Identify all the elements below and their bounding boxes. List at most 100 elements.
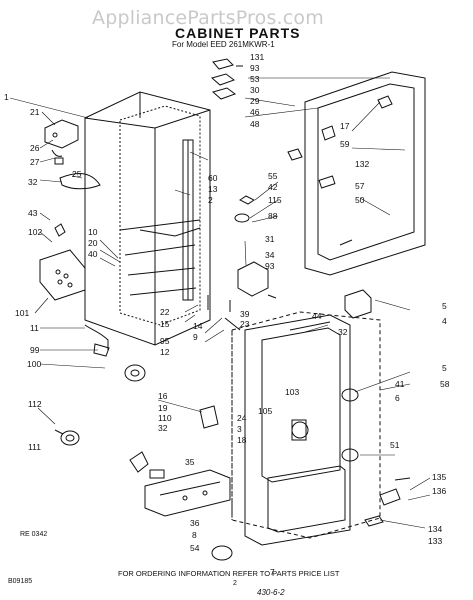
callout: 57: [355, 181, 365, 191]
callout: 6: [395, 393, 400, 403]
callout: 102: [28, 227, 43, 237]
cabinet-shell: [85, 92, 210, 345]
callout: 134: [428, 524, 443, 534]
callout: 55: [268, 171, 278, 181]
callout: 36: [190, 518, 200, 528]
callout: 21: [30, 107, 40, 117]
callout: 100: [27, 359, 42, 369]
callout: 17: [340, 121, 350, 131]
callout: 5: [442, 301, 447, 311]
callout: 32: [338, 327, 348, 337]
callout: 25: [72, 169, 82, 179]
callout: 8: [192, 530, 197, 540]
hinge-pin: [240, 196, 254, 204]
callout: 99: [30, 345, 40, 355]
callout: 40: [88, 249, 98, 259]
callout: 112: [28, 399, 42, 409]
callout: 48: [250, 119, 260, 129]
callout: 41: [395, 379, 405, 389]
middle-hinge: [238, 262, 268, 296]
watermark: AppliancePartsPros.com: [92, 7, 324, 29]
door-knob: [212, 546, 232, 560]
callout: 88: [268, 211, 278, 221]
callout: 58: [440, 379, 450, 389]
callout: 22: [160, 307, 170, 317]
handle-trim: [60, 174, 100, 189]
callout: 133: [428, 536, 443, 546]
form-number: B09185: [8, 578, 33, 585]
callout: 26: [30, 143, 40, 153]
ordering-note: FOR ORDERING INFORMATION REFER TO PARTS …: [118, 569, 340, 578]
callout: 50: [355, 195, 365, 205]
top-hinge: [45, 120, 78, 164]
callout: 59: [340, 139, 350, 149]
callout: 51: [390, 440, 400, 450]
callout: 9: [193, 332, 198, 342]
door-shelf: [130, 406, 230, 516]
callout: 30: [250, 85, 260, 95]
callout: 23: [240, 319, 250, 329]
callout: 110: [158, 413, 172, 423]
callout: 60: [208, 173, 218, 183]
callout: 105: [258, 406, 273, 416]
callout: 3: [237, 424, 242, 434]
callout: 44: [312, 311, 322, 321]
callout: 27: [30, 157, 40, 167]
callout: 20: [88, 238, 98, 248]
leader-lines: [10, 78, 430, 528]
callout: 4: [442, 316, 447, 326]
callout: 93: [265, 261, 275, 271]
callout: 14: [193, 321, 203, 331]
callout: 2: [208, 195, 213, 205]
callout: 42: [268, 182, 278, 192]
callout: 7: [270, 567, 275, 577]
callout: 53: [250, 74, 260, 84]
callout: 11: [30, 323, 39, 333]
callout: 10: [88, 227, 98, 237]
door-outline-dashed: [232, 312, 380, 538]
callout: 43: [28, 208, 38, 218]
callout: 46: [250, 107, 260, 117]
callout: 16: [158, 391, 168, 401]
callout: 1: [4, 92, 9, 102]
callout: 54: [190, 543, 200, 553]
refrigerator-door: [245, 315, 358, 545]
callout: 95: [160, 336, 170, 346]
callout: 13: [208, 184, 218, 194]
callout: 5: [442, 363, 447, 373]
callout: 32: [28, 177, 38, 187]
callout: 24: [237, 413, 247, 423]
callout: 32: [158, 423, 168, 433]
callout: 103: [285, 387, 300, 397]
callout: 115: [268, 195, 282, 205]
top-small-parts: [212, 59, 243, 99]
roller-assembly: [125, 365, 145, 381]
callout: 31: [265, 234, 275, 244]
callout: 132: [355, 159, 370, 169]
callout: 34: [265, 250, 275, 260]
callout: 101: [15, 308, 30, 318]
right-side-parts: [345, 290, 410, 526]
diagram-subtitle: For Model EED 261MKWR-1: [172, 40, 275, 49]
callout: 131: [250, 52, 265, 62]
callout: 19: [158, 403, 168, 413]
callout: 111: [28, 442, 41, 452]
diagram-title: CABINET PARTS: [175, 25, 301, 41]
handwritten-note: 430-6-2: [257, 588, 285, 597]
callout: 93: [250, 63, 260, 73]
callout: 135: [432, 472, 447, 482]
callout: 39: [240, 309, 250, 319]
callout: 18: [237, 435, 247, 445]
callout: 15: [160, 319, 170, 329]
callout: 29: [250, 96, 260, 106]
drain-tube: [85, 325, 108, 350]
reference-code: RE 0342: [20, 531, 48, 538]
callout: 12: [160, 347, 170, 357]
callout: 35: [185, 457, 195, 467]
stop-clip: [288, 149, 302, 160]
door-frame: [305, 72, 425, 275]
callout: 136: [432, 486, 447, 496]
control-panel: [40, 224, 85, 300]
